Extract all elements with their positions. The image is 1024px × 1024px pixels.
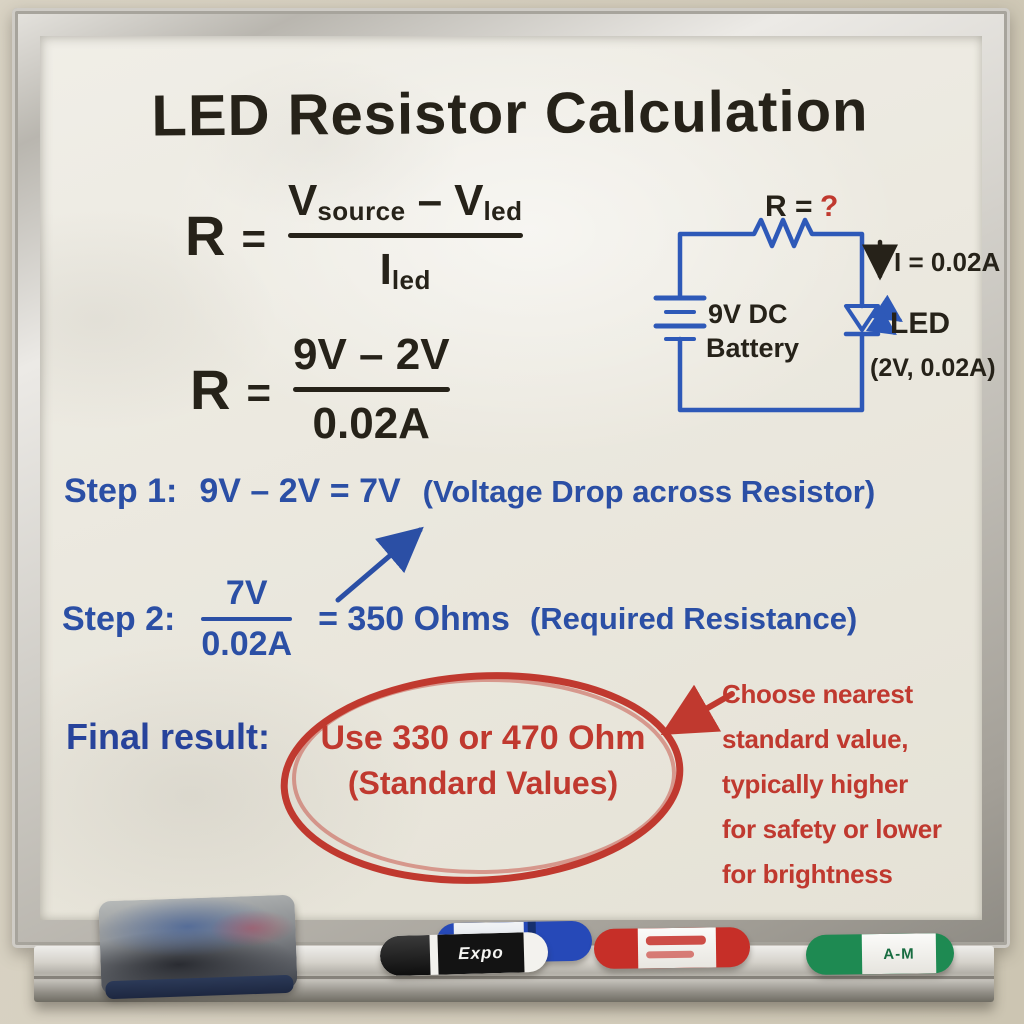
final-result-line1: Use 330 or 470 Ohm — [320, 719, 646, 757]
whiteboard-eraser — [98, 894, 298, 996]
red-marker-logo — [645, 935, 706, 946]
step2-denominator: 0.02A — [201, 625, 293, 663]
battery-label-line1: 9V DC — [708, 299, 788, 329]
step-reference-arrow — [335, 526, 424, 603]
step1-equation: 9V – 2V = 7V — [199, 472, 401, 510]
red-circle-annotation — [280, 672, 684, 884]
v-led-subscript: led — [483, 196, 523, 226]
circuit-diagram: R = ? I = 0.02A 9V DC Battery LED (2V, 0… — [653, 190, 1000, 413]
formula-general-equals: = — [241, 214, 266, 262]
fraction-bar — [287, 233, 523, 238]
green-marker-brand: A-M — [861, 933, 937, 975]
annotation-line: typically higher — [722, 769, 908, 799]
led-symbol — [843, 294, 903, 337]
step1-row: Step 1: 9V – 2V = 7V (Voltage Drop acros… — [64, 472, 875, 511]
annotation-line: Choose nearest — [722, 679, 913, 709]
whiteboard-frame — [12, 8, 1010, 948]
annotation-line: standard value, — [722, 724, 909, 754]
annotation-line: for brightness — [722, 859, 893, 889]
black-marker-cap — [379, 934, 431, 977]
led-spec-label: (2V, 0.02A) — [870, 354, 996, 382]
fraction-bar — [201, 617, 293, 621]
annotation-arrow — [660, 684, 735, 735]
formula-numeric-lhs: R — [190, 358, 231, 421]
formula-numeric-numerator: 9V – 2V — [292, 330, 450, 379]
v-led-symbol: V — [454, 176, 484, 225]
formula-general-lhs: R — [185, 204, 226, 267]
annotation-line: for safety or lower — [722, 814, 942, 844]
side-annotation: Choose nearest standard value, typically… — [722, 672, 984, 897]
battery-symbol — [653, 295, 707, 341]
i-led-subscript: led — [391, 265, 431, 295]
led-label: LED — [890, 307, 950, 340]
step2-note: (Required Resistance) — [529, 601, 858, 636]
formula-numeric-fraction: 9V – 2V 0.02A — [287, 330, 456, 449]
formula-numeric-denominator: 0.02A — [312, 399, 430, 448]
current-label: I = 0.02A — [894, 247, 1000, 277]
step2-numerator: 7V — [225, 574, 268, 612]
step1-note: (Voltage Drop across Resistor) — [422, 473, 876, 509]
minus-sign: – — [417, 176, 443, 225]
green-marker: A-M — [805, 932, 955, 976]
board-title: LED Resistor Calculation — [151, 78, 869, 149]
black-marker-brand: Expo — [437, 932, 525, 975]
step2-row: Step 2: 7V 0.02A = 350 Ohms (Required Re… — [62, 574, 857, 664]
step2-result: = 350 Ohms — [318, 599, 510, 638]
i-led-symbol: I — [379, 245, 392, 294]
resistor-label: R = — [765, 190, 813, 223]
resistor-unknown: ? — [820, 190, 838, 223]
formula-numeric-equals: = — [246, 368, 271, 416]
formula-numeric: R = 9V – 2V 0.02A — [190, 330, 456, 449]
red-marker-label-band — [637, 927, 717, 969]
v-source-symbol: V — [287, 176, 318, 225]
circuit-wire — [677, 217, 865, 413]
whiteboard-surface — [40, 36, 982, 920]
red-marker — [593, 926, 751, 970]
final-result-value: Use 330 or 470 Ohm (Standard Values) — [298, 716, 668, 805]
v-source-subscript: source — [317, 196, 406, 226]
final-result-line2: (Standard Values) — [347, 764, 619, 801]
fraction-bar — [292, 387, 450, 392]
step2-label: Step 2: — [62, 599, 176, 638]
red-marker-logo — [646, 950, 695, 959]
black-marker: Expo — [379, 931, 549, 977]
step2-fraction: 7V 0.02A — [195, 574, 298, 664]
battery-label-line2: Battery — [706, 333, 799, 363]
step1-label: Step 1: — [64, 472, 178, 510]
final-result-label: Final result: — [66, 716, 271, 757]
